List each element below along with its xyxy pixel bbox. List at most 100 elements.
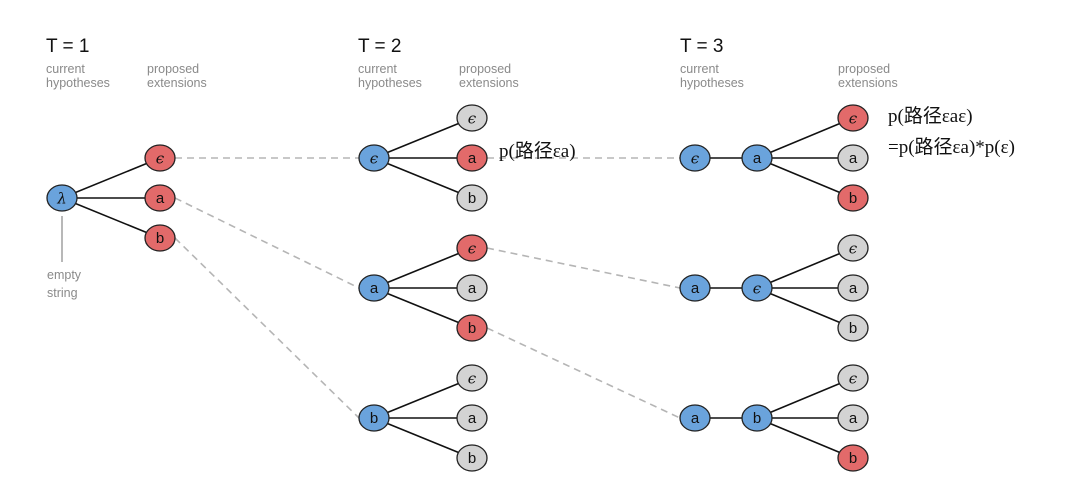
node-circle: [456, 234, 488, 262]
node-t2-h2-b: b: [456, 314, 488, 342]
node-circle: [358, 274, 390, 302]
node-t2-h3-b: b: [456, 444, 488, 472]
node-label: a: [468, 150, 477, 167]
dashed-links: [174, 157, 681, 419]
node-circle: [837, 404, 869, 432]
node-label: a: [849, 150, 858, 167]
node-t3-h1-p: ϵ: [679, 144, 711, 172]
node-t2-h1-b: b: [456, 184, 488, 212]
edge-t2_h3-to-t2_h3_b: [373, 417, 473, 459]
node-circle: [456, 104, 488, 132]
node-t2-h1: ϵ: [358, 144, 390, 172]
node-label: ϵ: [468, 370, 477, 388]
node-t2-h2-eps: ϵ: [456, 234, 488, 262]
annotation-path-eae: p(路径εaε): [888, 105, 973, 127]
dashed-link-t1_a-to-t2_h2: [174, 197, 360, 289]
node-root: λ: [46, 184, 78, 212]
step-2-title: T = 2: [358, 36, 401, 57]
node-circle: [679, 144, 711, 172]
node-t1-eps: ϵ: [144, 144, 176, 172]
node-circle: [837, 144, 869, 172]
node-label: b: [370, 410, 378, 427]
edge-t2_h1-to-t2_h1_eps: [373, 117, 473, 159]
node-circle: [358, 144, 390, 172]
node-circle: [144, 144, 176, 172]
node-circle: [837, 274, 869, 302]
node-t3-h2-eps: ϵ: [837, 234, 869, 262]
node-label: b: [849, 190, 857, 207]
edge-t3_h1-to-t3_h1_b: [756, 157, 854, 199]
node-label: a: [753, 150, 762, 167]
node-t3-h1: a: [741, 144, 773, 172]
node-label: b: [156, 230, 164, 247]
annotation-path-eae-formula: =p(路径εa)*p(ε): [888, 136, 1015, 158]
edge-t2_h1-to-t2_h1_b: [373, 157, 473, 199]
edge-root-to-t1_b: [61, 197, 161, 239]
dashed-link-t2_h2_eps-to-t3_h2_p: [486, 247, 681, 289]
node-t3-h3: b: [741, 404, 773, 432]
node-label: a: [691, 410, 700, 427]
node-circle: [741, 274, 773, 302]
node-t2-h1-a: a: [456, 144, 488, 172]
node-label: b: [468, 320, 476, 337]
node-circle: [46, 184, 78, 212]
node-t3-h3-b: b: [837, 444, 869, 472]
node-t3-h3-a: a: [837, 404, 869, 432]
node-circle: [144, 224, 176, 252]
edge-t2_h2-to-t2_h2_eps: [373, 247, 473, 289]
node-label: ϵ: [468, 110, 477, 128]
node-circle: [741, 144, 773, 172]
edge-t3_h3-to-t3_h3_eps: [756, 377, 854, 419]
node-circle: [837, 234, 869, 262]
node-t3-h1-eps: ϵ: [837, 104, 869, 132]
node-t1-b: b: [144, 224, 176, 252]
step-1-proposed-label: proposed extensions: [147, 62, 207, 90]
node-label: b: [468, 450, 476, 467]
node-label: b: [849, 450, 857, 467]
dashed-link-t2_h2_b-to-t3_h3_p: [486, 327, 681, 419]
node-label: a: [156, 190, 165, 207]
node-t2-h3: b: [358, 404, 390, 432]
node-t2-h3-eps: ϵ: [456, 364, 488, 392]
node-circle: [837, 104, 869, 132]
node-circle: [456, 144, 488, 172]
step-2-proposed-label: proposed extensions: [459, 62, 519, 90]
node-circle: [456, 274, 488, 302]
step-1-title: T = 1: [46, 36, 89, 57]
node-label: b: [753, 410, 761, 427]
node-circle: [837, 444, 869, 472]
edge-t3_h2-to-t3_h2_eps: [756, 247, 854, 289]
node-label: ϵ: [849, 370, 858, 388]
node-label: ϵ: [753, 280, 762, 298]
empty-string-label: empty string: [47, 268, 85, 300]
node-t3-h3-eps: ϵ: [837, 364, 869, 392]
node-label: a: [468, 280, 477, 297]
node-label: ϵ: [849, 240, 858, 258]
step-3-current-label: current hypotheses: [680, 62, 744, 90]
edge-t2_h2-to-t2_h2_b: [373, 287, 473, 329]
node-circle: [456, 314, 488, 342]
step-3-title: T = 3: [680, 36, 723, 57]
step-3-proposed-label: proposed extensions: [838, 62, 898, 90]
node-label: a: [849, 280, 858, 297]
node-t3-h2-b: b: [837, 314, 869, 342]
node-circle: [837, 184, 869, 212]
node-label: ϵ: [849, 110, 858, 128]
node-label: λ: [56, 190, 67, 208]
edge-root-to-t1_eps: [61, 157, 161, 199]
node-t1-a: a: [144, 184, 176, 212]
node-label: a: [691, 280, 700, 297]
node-t3-h1-a: a: [837, 144, 869, 172]
node-t2-h3-a: a: [456, 404, 488, 432]
node-label: b: [849, 320, 857, 337]
step-2-current-label: current hypotheses: [358, 62, 422, 90]
edge-t3_h2-to-t3_h2_b: [756, 287, 854, 329]
node-label: a: [468, 410, 477, 427]
edge-t3_h1-to-t3_h1_eps: [756, 117, 854, 159]
node-label: ϵ: [156, 150, 165, 168]
node-label: a: [370, 280, 379, 297]
node-circle: [456, 444, 488, 472]
